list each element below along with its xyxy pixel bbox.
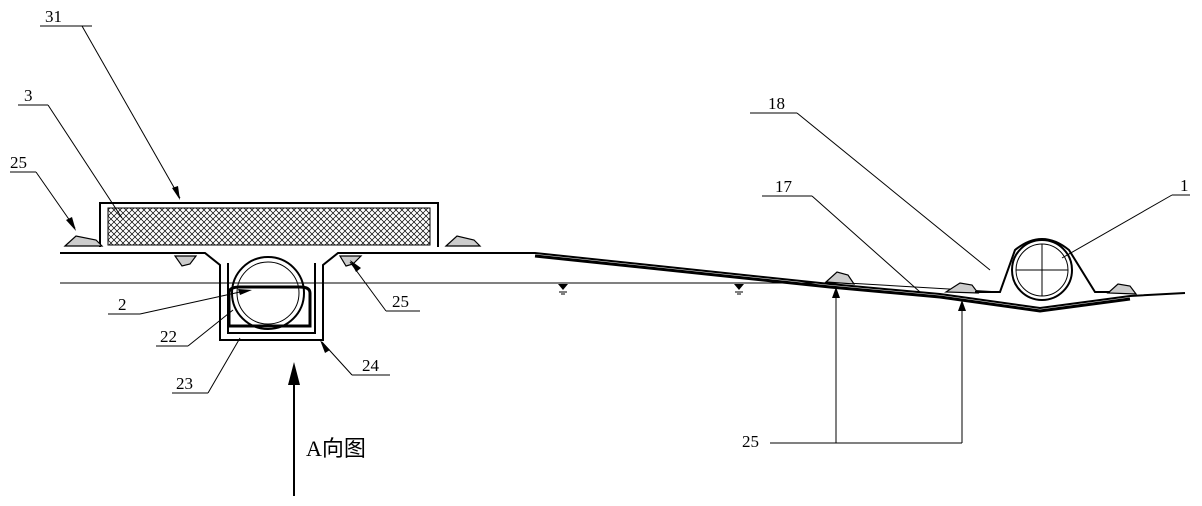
label-22: 22 — [160, 327, 177, 346]
arrowhead-31 — [172, 186, 180, 200]
label-2: 2 — [118, 295, 127, 314]
arrowhead-24 — [320, 340, 330, 353]
label-31: 31 — [45, 7, 62, 26]
label-25-bottom: 25 — [742, 432, 759, 451]
label-23: 23 — [176, 374, 193, 393]
arrowhead-25-mid — [350, 260, 361, 272]
anchor-block-slope-3 — [1106, 283, 1138, 295]
anchor-block-slope-2 — [944, 282, 980, 294]
pipe-1-outer — [1011, 239, 1073, 301]
label-25-mid: 25 — [392, 292, 409, 311]
cover-box-31 — [99, 202, 439, 247]
anchor-block-left-2 — [444, 235, 482, 247]
arrowhead-25-bottom-2 — [958, 300, 966, 311]
view-a-arrowhead — [288, 362, 300, 385]
arrowhead-2 — [238, 289, 252, 295]
pipe-2-inner — [236, 261, 300, 325]
label-25-left: 25 — [10, 153, 27, 172]
slope-membrane-17 — [534, 254, 1131, 313]
arrowhead-25-bottom-1 — [832, 287, 840, 298]
anchor-block-slope-1 — [824, 271, 856, 285]
label-18: 18 — [768, 94, 785, 113]
leader-lines — [10, 25, 1190, 444]
channel-23 — [227, 285, 312, 328]
hatched-fill-3 — [107, 207, 431, 246]
water-level-symbol-2 — [734, 284, 744, 295]
anchor-block-left-1 — [63, 235, 104, 247]
trench-24 — [227, 263, 316, 334]
water-level-symbol-1 — [558, 284, 568, 295]
ground-surface-line — [60, 252, 1186, 341]
anchor-block-under-1 — [173, 255, 198, 267]
label-17: 17 — [775, 177, 793, 196]
label-3: 3 — [24, 86, 33, 105]
view-a-caption: A向图 — [306, 436, 366, 461]
label-24: 24 — [362, 356, 380, 375]
arrowhead-25-left — [66, 217, 76, 231]
label-1: 1 — [1180, 176, 1189, 195]
pipe-2-outer — [231, 256, 305, 330]
